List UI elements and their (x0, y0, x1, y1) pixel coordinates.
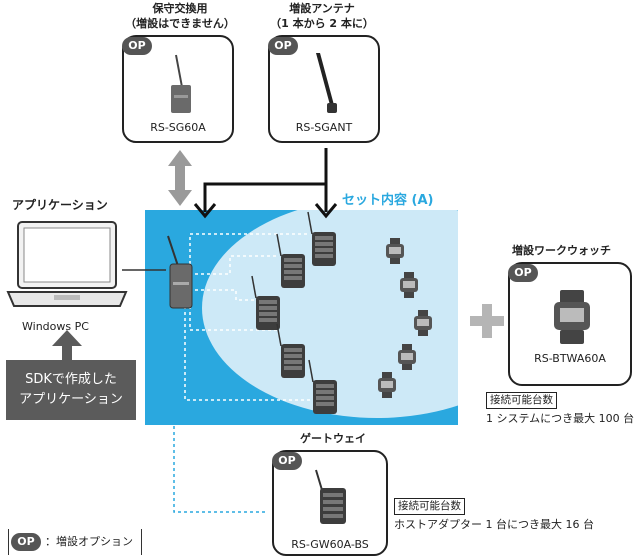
host-adapter-device (167, 235, 193, 309)
work-watch-icon (554, 290, 590, 344)
sgant-product-box: OP RS-SGANT (268, 35, 380, 143)
gateway-op-badge: OP (272, 452, 302, 470)
legend-op-badge: OP (11, 533, 41, 551)
watch-title: 増設ワークウォッチ (512, 244, 611, 257)
gateway-product-box: OP RS-GW60A-BS (272, 450, 388, 556)
watch-connection-tag: 接続可能台数 (486, 392, 557, 409)
pc-label: Windows PC (22, 320, 89, 333)
set-title: セット内容 (A) (342, 193, 434, 208)
watch-op-badge: OP (508, 264, 538, 282)
sg60a-title-2: （増設はできません） (125, 17, 235, 30)
sg60a-product-box: OP RS-SG60A (122, 35, 234, 143)
host-adapter-icon (171, 54, 191, 113)
legend-text: ：増設オプション (45, 535, 133, 548)
watch-caption: RS-BTWA60A (534, 352, 606, 365)
watch-connection-note: 1 システムにつき最大 100 台 (486, 412, 635, 425)
gateway-icon (315, 469, 346, 524)
gateway-title: ゲートウェイ (300, 432, 366, 445)
sgant-op-badge: OP (268, 37, 298, 55)
gateway-connection-note: ホストアダプター 1 台につき最大 16 台 (394, 518, 594, 531)
legend: OP ：増設オプション (8, 529, 142, 555)
gateway-connection-tag: 接続可能台数 (394, 498, 465, 515)
sgant-title-2: （1 本から 2 本に） (270, 17, 374, 30)
laptop-icon (6, 221, 128, 307)
sdk-line-2: アプリケーション (19, 392, 123, 407)
sg60a-caption: RS-SG60A (150, 121, 206, 134)
sdk-application-box: SDKで作成した アプリケーション (6, 360, 136, 420)
sg60a-op-badge: OP (122, 37, 152, 55)
gateway-caption: RS-GW60A-BS (291, 538, 369, 551)
application-label: アプリケーション (12, 198, 108, 212)
antenna-icon (316, 53, 337, 113)
sdk-line-1: SDKで作成した (25, 372, 117, 387)
sg60a-title-1: 保守交換用 (152, 2, 208, 15)
sgant-title-1: 増設アンテナ (289, 2, 355, 15)
sgant-caption: RS-SGANT (295, 121, 353, 134)
watch-product-box: OP RS-BTWA60A (508, 262, 632, 386)
